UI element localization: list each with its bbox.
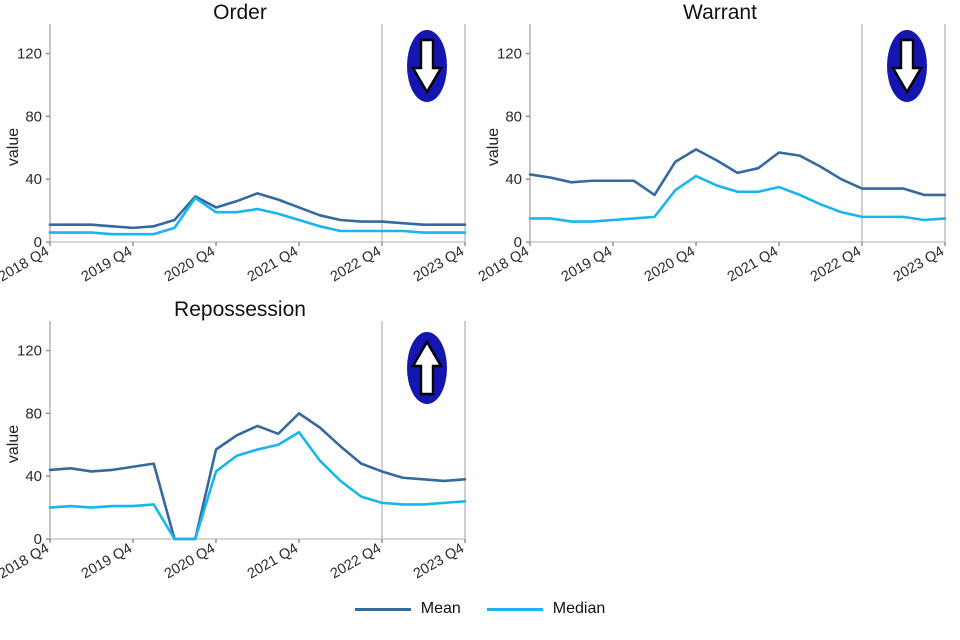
- x-tick-label: 2022 Q4: [328, 541, 384, 583]
- x-tick-label: 2018 Q4: [0, 244, 52, 286]
- y-tick-label: 40: [25, 171, 42, 188]
- x-tick-label: 2020 Q4: [642, 244, 698, 286]
- y-tick-label: 40: [505, 171, 522, 188]
- y-tick-label: 80: [505, 108, 522, 125]
- x-tick-label: 2020 Q4: [162, 541, 218, 583]
- legend-label-mean: Mean: [420, 600, 461, 617]
- x-tick-label: 2018 Q4: [476, 244, 532, 286]
- plot-area-repossession: 0 40 80 120 2018 Q4 2019 Q4 2020 Q4 2021 Q4 2022…: [0, 321, 467, 583]
- x-tick-label: 2019 Q4: [559, 244, 615, 286]
- x-tick-label: 2020 Q4: [162, 244, 218, 286]
- y-tick-label: 0: [34, 234, 42, 251]
- y-tick-label: 0: [34, 531, 42, 548]
- series-line-median: [48, 430, 467, 541]
- y-tick-label: 120: [17, 343, 42, 360]
- y-tick-label: 80: [25, 108, 42, 125]
- x-tick-label: 2022 Q4: [328, 244, 384, 286]
- x-tick-label: 2019 Q4: [79, 244, 135, 286]
- down-arrow-badge-warrant: [885, 28, 929, 104]
- x-tick-label: 2023 Q4: [411, 244, 467, 286]
- x-tick-label: 2021 Q4: [725, 244, 781, 286]
- legend-item-median: Median: [486, 600, 606, 618]
- y-tick-label: 80: [25, 405, 42, 422]
- down-arrow-badge-order: [405, 28, 449, 104]
- x-tick-label: 2019 Q4: [79, 541, 135, 583]
- up-arrow-badge-repossession: [405, 330, 449, 406]
- series-line-mean: [48, 412, 467, 541]
- x-tick-label: 2023 Q4: [891, 244, 947, 286]
- y-tick-label: 40: [25, 468, 42, 485]
- x-tick-label: 2021 Q4: [245, 244, 301, 286]
- x-tick-label: 2022 Q4: [808, 244, 864, 286]
- legend-item-mean: Mean: [354, 600, 461, 618]
- panel-title-order: Order: [213, 1, 267, 24]
- y-tick-label: 0: [514, 234, 522, 251]
- plot-area-warrant: 0 40 80 120 2018 Q4 2019 Q4 2020 Q4 2021 Q4 2022…: [476, 24, 947, 286]
- panel-title-warrant: Warrant: [683, 1, 757, 24]
- x-tick-label: 2018 Q4: [0, 541, 52, 583]
- y-tick-label: 120: [497, 46, 522, 63]
- x-tick-label: 2023 Q4: [411, 541, 467, 583]
- series-line-median: [48, 196, 467, 236]
- series-line-mean: [48, 192, 467, 230]
- panel-title-repossession: Repossession: [174, 298, 306, 321]
- plot-area-order: 0 40 80 120 2018 Q4 2019 Q4 2020 Q4 2021 Q4 2022…: [0, 24, 467, 286]
- legend-label-median: Median: [552, 600, 606, 617]
- legend-swatch-mean: [354, 607, 411, 611]
- legend: Mean Median: [0, 600, 960, 618]
- series-line-median: [528, 174, 947, 223]
- legend-swatch-median: [486, 607, 543, 611]
- y-tick-label: 120: [17, 46, 42, 63]
- x-tick-label: 2021 Q4: [245, 541, 301, 583]
- series-line-mean: [528, 148, 947, 197]
